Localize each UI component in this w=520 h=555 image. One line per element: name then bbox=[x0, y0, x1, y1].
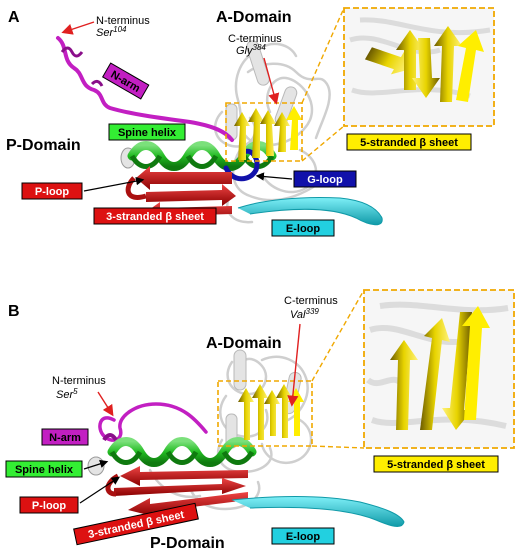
panel-a-spine-helix bbox=[127, 141, 277, 171]
panel-b-p-domain-label: P-Domain bbox=[150, 535, 225, 552]
panel-b-n-res-num: 5 bbox=[73, 387, 78, 396]
panel-b: B bbox=[5, 289, 515, 552]
panel-a-n-terminus: N-terminus Ser104 bbox=[61, 15, 150, 39]
panel-a-p-domain-label: P-Domain bbox=[6, 137, 81, 154]
panel-a-g-loop bbox=[223, 148, 260, 182]
panel-a-c-terminus: C-terminus Gly384 bbox=[228, 33, 282, 105]
panel-a-n-arm bbox=[56, 36, 234, 142]
panel-b-c-terminus-label: C-terminus bbox=[284, 295, 338, 307]
panel-a-n-res-name: Ser bbox=[96, 27, 114, 39]
svg-text:Spine helix: Spine helix bbox=[15, 464, 74, 476]
panel-a-c-res-name: Gly bbox=[236, 45, 254, 57]
panel-b-five-sheet-tag: 5-stranded β sheet bbox=[373, 455, 499, 473]
svg-text:E-loop: E-loop bbox=[286, 531, 320, 543]
panel-a-three-sheet-tag: 3-stranded β sheet bbox=[93, 207, 217, 225]
svg-text:5-stranded β sheet: 5-stranded β sheet bbox=[360, 137, 458, 149]
svg-text:P-loop: P-loop bbox=[32, 500, 66, 512]
svg-text:E-loop: E-loop bbox=[286, 223, 320, 235]
panel-b-letter: B bbox=[8, 303, 20, 320]
panel-a-c-terminus-label: C-terminus bbox=[228, 33, 282, 45]
panel-a-n-arm-tag: N-arm bbox=[101, 62, 150, 100]
panel-b-n-arm-ribbon bbox=[102, 433, 118, 442]
svg-text:3-stranded β sheet: 3-stranded β sheet bbox=[106, 211, 204, 223]
svg-text:5-stranded β sheet: 5-stranded β sheet bbox=[387, 459, 485, 471]
panel-a-n-terminus-label: N-terminus bbox=[96, 15, 150, 27]
panel-a-five-sheet-tag: 5-stranded β sheet bbox=[346, 133, 472, 151]
panel-b-a-domain-label: A-Domain bbox=[206, 335, 282, 352]
svg-text:G-loop: G-loop bbox=[307, 174, 343, 186]
svg-text:Gly384: Gly384 bbox=[236, 43, 266, 57]
panel-b-spine-helix-tag: Spine helix bbox=[5, 459, 109, 478]
svg-text:Val339: Val339 bbox=[290, 307, 319, 321]
panel-a-c-res-num: 384 bbox=[253, 43, 267, 52]
panel-b-c-res-num: 339 bbox=[306, 307, 320, 316]
panel-a-p-loop-tag: P-loop bbox=[21, 176, 145, 200]
panel-a-a-domain-label: A-Domain bbox=[216, 9, 292, 26]
panel-b-five-sheet bbox=[238, 384, 304, 440]
panel-a-n-res-num: 104 bbox=[113, 25, 127, 34]
panel-b-spine-helix bbox=[107, 437, 257, 467]
panel-a-highlight-box bbox=[225, 102, 303, 162]
svg-text:Ser5: Ser5 bbox=[56, 387, 78, 401]
panel-b-n-arm-tag: N-arm bbox=[41, 428, 89, 446]
panel-a-e-loop bbox=[237, 196, 383, 226]
panel-b-e-loop-tag: E-loop bbox=[271, 527, 335, 545]
panel-a-inset bbox=[343, 7, 495, 127]
svg-text:Ser104: Ser104 bbox=[96, 25, 127, 39]
panel-b-c-res-name: Val bbox=[290, 309, 306, 321]
panel-b-inset bbox=[363, 289, 515, 449]
panel-a: A bbox=[6, 7, 495, 237]
panel-a-five-sheet bbox=[234, 106, 302, 160]
panel-b-p-loop-tag: P-loop bbox=[19, 476, 121, 514]
svg-text:P-loop: P-loop bbox=[35, 186, 69, 198]
panel-b-c-terminus: C-terminus Val339 bbox=[284, 295, 338, 407]
panel-b-n-res-name: Ser bbox=[56, 389, 74, 401]
panel-b-p-domain-grey-coil bbox=[87, 456, 105, 476]
svg-text:Spine helix: Spine helix bbox=[118, 127, 177, 139]
panel-a-letter: A bbox=[8, 9, 20, 26]
panel-b-n-terminus: N-terminus Ser5 bbox=[52, 375, 114, 417]
panel-b-n-arm bbox=[98, 402, 208, 442]
panel-a-g-loop-tag: G-loop bbox=[255, 170, 357, 188]
panel-b-e-loop bbox=[231, 496, 405, 527]
svg-text:N-arm: N-arm bbox=[49, 432, 81, 444]
panel-a-n-arm-coil bbox=[60, 46, 104, 87]
panel-a-e-loop-tag: E-loop bbox=[271, 219, 335, 237]
panel-b-n-terminus-label: N-terminus bbox=[52, 375, 106, 387]
panel-a-spine-helix-tag: Spine helix bbox=[108, 123, 186, 141]
